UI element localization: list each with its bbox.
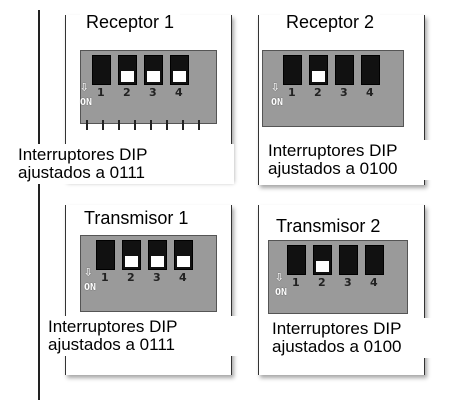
- dip-switch-number: 4: [179, 271, 187, 284]
- receptor-1-caption: Interruptores DIP ajustados a 0111: [12, 144, 234, 184]
- dip-switch-1: [92, 55, 111, 85]
- receptor-2-caption-line1: Interruptores DIP: [268, 141, 398, 160]
- dip-switch-lever: [121, 71, 134, 82]
- dip-switch-3: [144, 55, 163, 85]
- left-divider: [38, 10, 40, 400]
- transmisor-1-caption-line2: ajustados a 0111: [48, 335, 175, 354]
- on-label: ON: [80, 97, 93, 108]
- transmisor-2-caption: Interruptores DIP ajustados a 0100: [266, 318, 455, 358]
- dip-switch-4: [174, 240, 193, 270]
- dip-switch-1: [96, 240, 115, 270]
- on-arrow-icon: ⇩: [84, 264, 93, 280]
- dip-switch-number: 2: [318, 276, 326, 289]
- dip-switch-2: [313, 245, 332, 275]
- dip-switch-lever: [312, 71, 325, 82]
- transmisor-1-title: Transmisor 1: [78, 206, 195, 231]
- transmisor-2-caption-line1: Interruptores DIP: [272, 319, 402, 338]
- receptor-2-caption: Interruptores DIP ajustados a 0100: [262, 140, 449, 180]
- dip-switch-number: 4: [366, 86, 374, 99]
- transmisor-1-caption: Interruptores DIP ajustados a 0111: [42, 316, 244, 356]
- on-arrow-icon: ⇩: [275, 269, 284, 285]
- dip-switch-2: [122, 240, 141, 270]
- dip-switch-lever: [151, 256, 164, 267]
- dip-switch-number: 1: [97, 86, 105, 99]
- dip-switch-number: 2: [127, 271, 135, 284]
- dip-switch-lever: [316, 261, 329, 272]
- receptor-1-caption-line2: ajustados a 0111: [18, 163, 145, 182]
- receptor-1-title: Receptor 1: [80, 10, 181, 35]
- dip-switch-3: [148, 240, 167, 270]
- on-arrow-icon: ⇩: [80, 79, 89, 95]
- dip-switch-2: [309, 55, 328, 85]
- dip-switch-4: [170, 55, 189, 85]
- dip-switch-number: 3: [344, 276, 352, 289]
- on-label: ON: [84, 282, 97, 293]
- dip-switch-1: [287, 245, 306, 275]
- dip-switch-number: 2: [123, 86, 131, 99]
- dip-switch-2: [118, 55, 137, 85]
- dip-switch-4: [361, 55, 380, 85]
- dip-switch-lever: [173, 71, 186, 82]
- dip-switch-1: [283, 55, 302, 85]
- receptor-1-caption-line1: Interruptores DIP: [18, 145, 148, 164]
- dip-switch-number: 1: [292, 276, 300, 289]
- dip-switch-number: 3: [149, 86, 157, 99]
- dip-switch-number: 4: [175, 86, 183, 99]
- dip-switch-number: 4: [370, 276, 378, 289]
- dip-switch-number: 2: [314, 86, 322, 99]
- on-label: ON: [271, 97, 284, 108]
- receptor-2-title: Receptor 2: [280, 10, 381, 35]
- dip-switch-number: 1: [288, 86, 296, 99]
- transmisor-2-title: Transmisor 2: [270, 214, 387, 239]
- on-label: ON: [275, 287, 288, 298]
- transmisor-2-caption-line2: ajustados a 0100: [272, 337, 402, 356]
- dip-switch-lever: [147, 71, 160, 82]
- dip-switch-4: [365, 245, 384, 275]
- dip-switch-number: 1: [101, 271, 109, 284]
- transmisor-1-caption-line1: Interruptores DIP: [48, 317, 178, 336]
- dip-switch-number: 3: [340, 86, 348, 99]
- dip-switch-lever: [177, 256, 190, 267]
- dip-switch-lever: [125, 256, 138, 267]
- dip-switch-number: 3: [153, 271, 161, 284]
- on-arrow-icon: ⇩: [271, 79, 280, 95]
- receptor-2-caption-line2: ajustados a 0100: [268, 159, 398, 178]
- dip-switch-3: [339, 245, 358, 275]
- dip-switch-3: [335, 55, 354, 85]
